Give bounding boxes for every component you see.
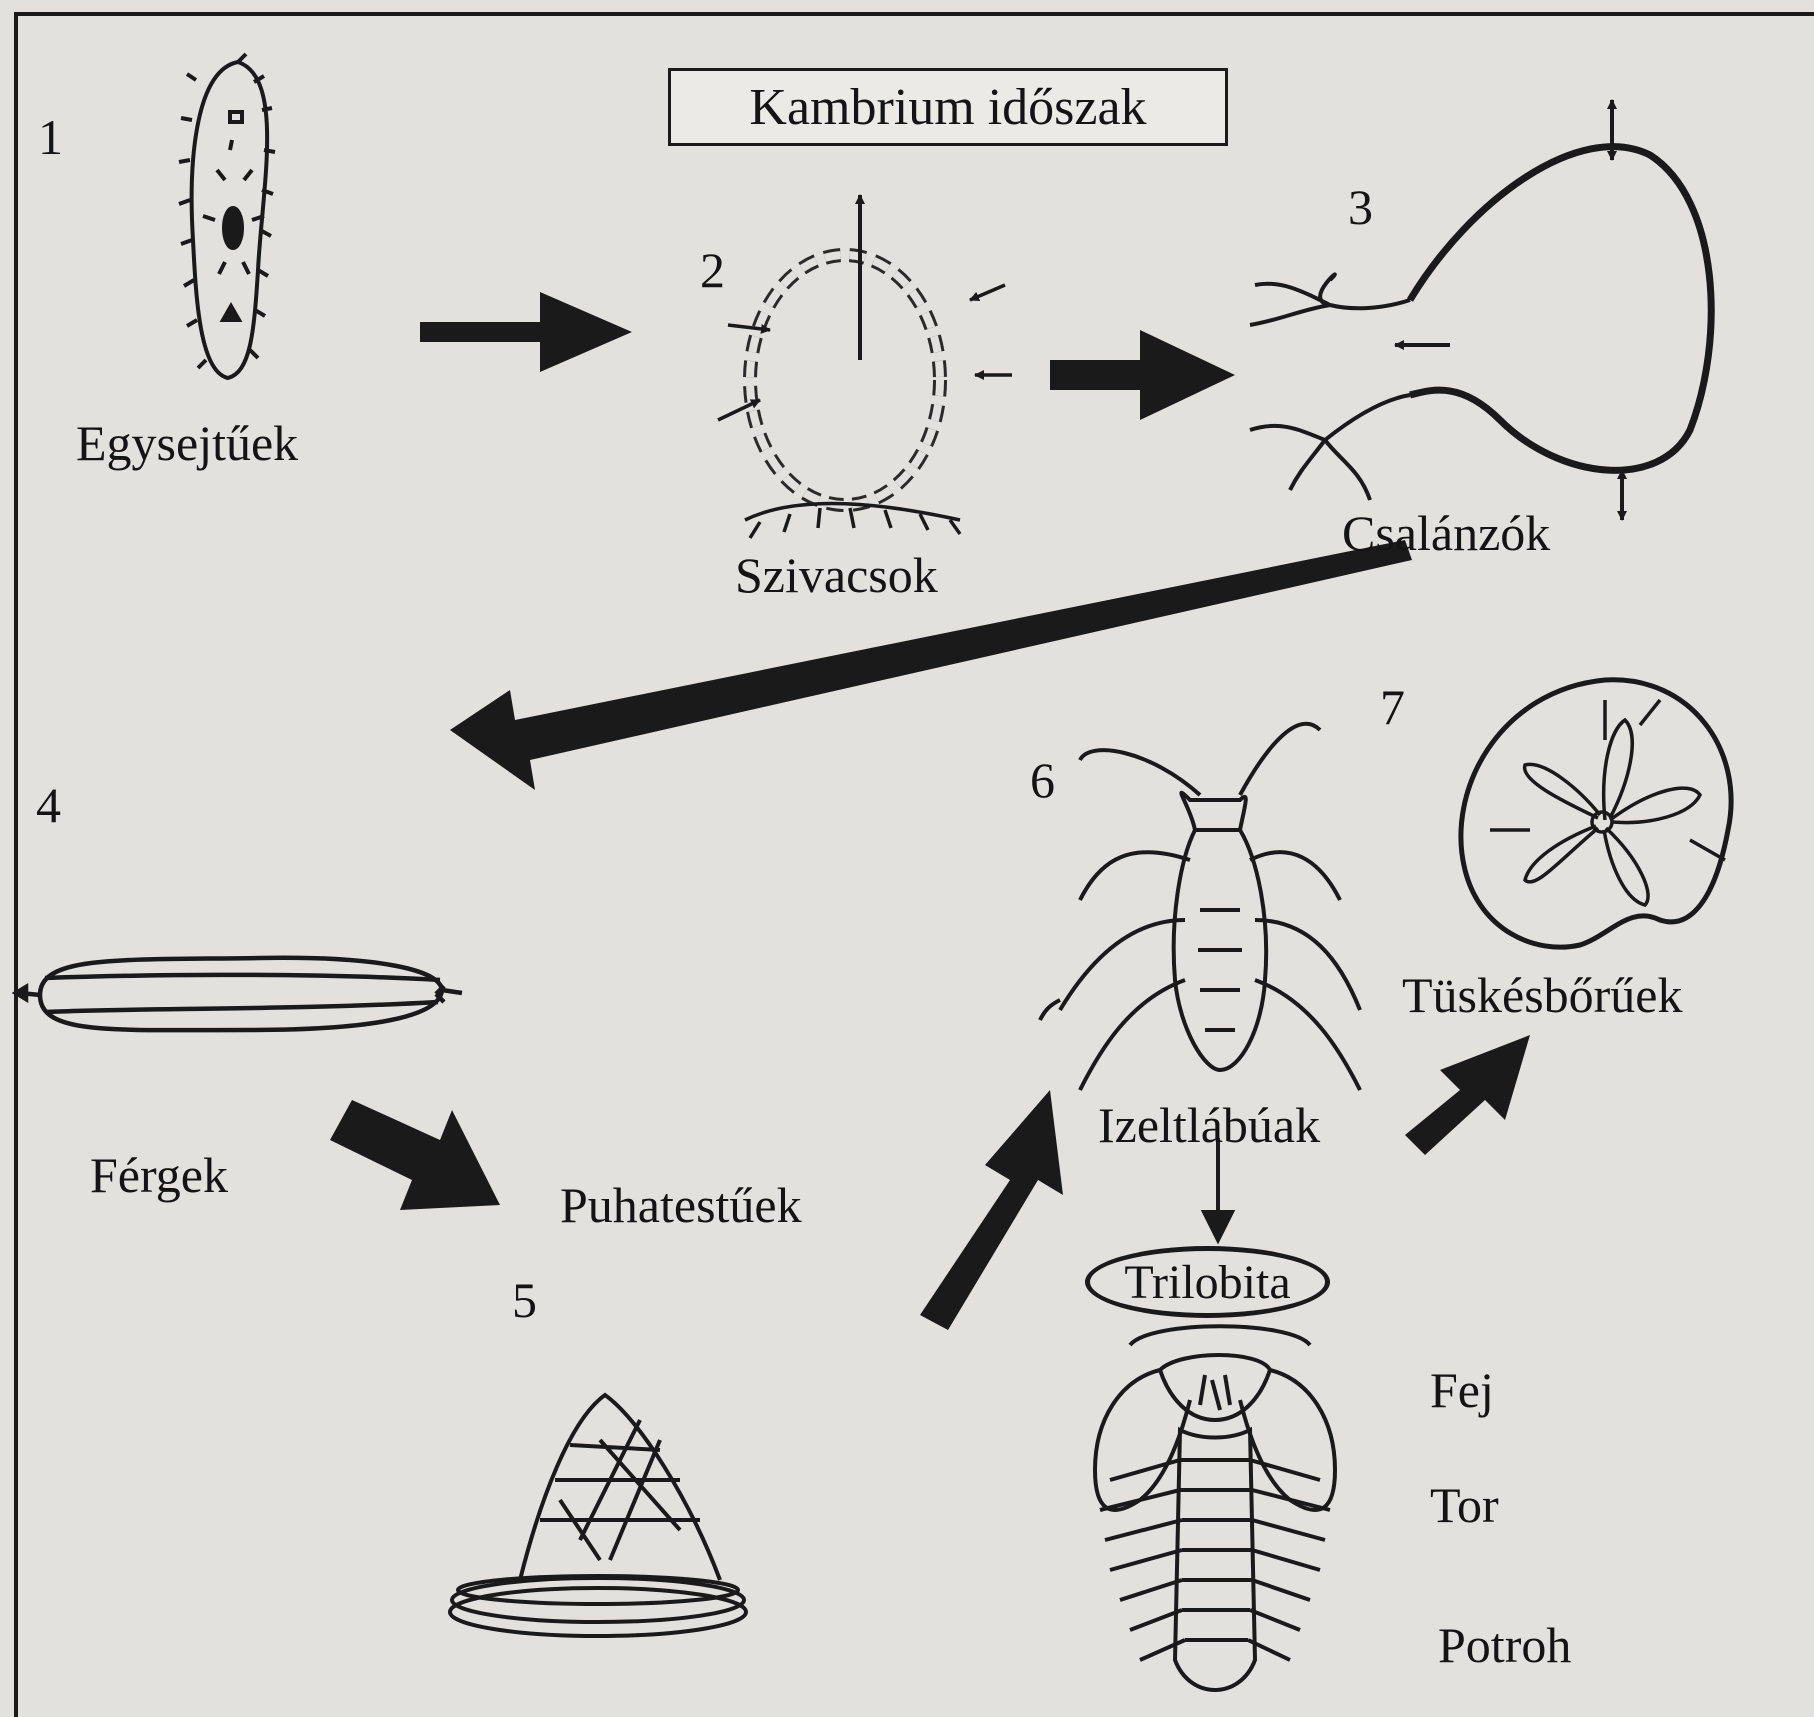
cnidarian-drawing — [1250, 100, 1711, 520]
stage-3-number: 3 — [1348, 182, 1373, 232]
stage-2-name: Szivacsok — [735, 550, 938, 600]
stage-1-number: 1 — [38, 112, 63, 162]
stage-7-name: Tüskésbőrűek — [1402, 970, 1683, 1020]
stage-5-number: 5 — [512, 1275, 537, 1325]
stage-6-name: Izeltlábúak — [1098, 1100, 1320, 1150]
trilobite-part-head: Fej — [1430, 1365, 1494, 1415]
arthropod-drawing — [1040, 724, 1360, 1090]
trilobite-label: Trilobita — [1085, 1246, 1330, 1318]
stage-3-name: Csalánzók — [1342, 508, 1550, 558]
trilobite-part-abdomen: Potroh — [1438, 1620, 1571, 1670]
period-title: Kambrium időszak — [668, 68, 1228, 146]
arrow-6-trilobite — [1204, 1138, 1232, 1240]
arrow-4-5 — [330, 1100, 500, 1210]
stage-1-name: Egysejtűek — [76, 418, 298, 468]
stage-6-number: 6 — [1030, 755, 1055, 805]
arrow-6-7 — [1405, 1035, 1530, 1155]
sponge-drawing — [718, 195, 1012, 538]
trilobite-part-thorax: Tor — [1430, 1480, 1499, 1530]
trilobite-drawing — [1095, 1326, 1335, 1690]
mollusc-drawing — [450, 1395, 746, 1636]
echinoderm-drawing — [1461, 680, 1731, 947]
stage-4-name: Férgek — [90, 1150, 228, 1200]
protozoan-drawing — [179, 54, 275, 378]
arrow-5-6 — [920, 1090, 1063, 1330]
stage-4-number: 4 — [36, 780, 61, 830]
stage-2-number: 2 — [700, 245, 725, 295]
arrow-2-3 — [1050, 330, 1235, 420]
worm-drawing — [16, 958, 462, 1030]
stage-5-name: Puhatestűek — [560, 1180, 802, 1230]
arrow-1-2 — [420, 292, 632, 372]
stage-7-number: 7 — [1380, 682, 1405, 732]
